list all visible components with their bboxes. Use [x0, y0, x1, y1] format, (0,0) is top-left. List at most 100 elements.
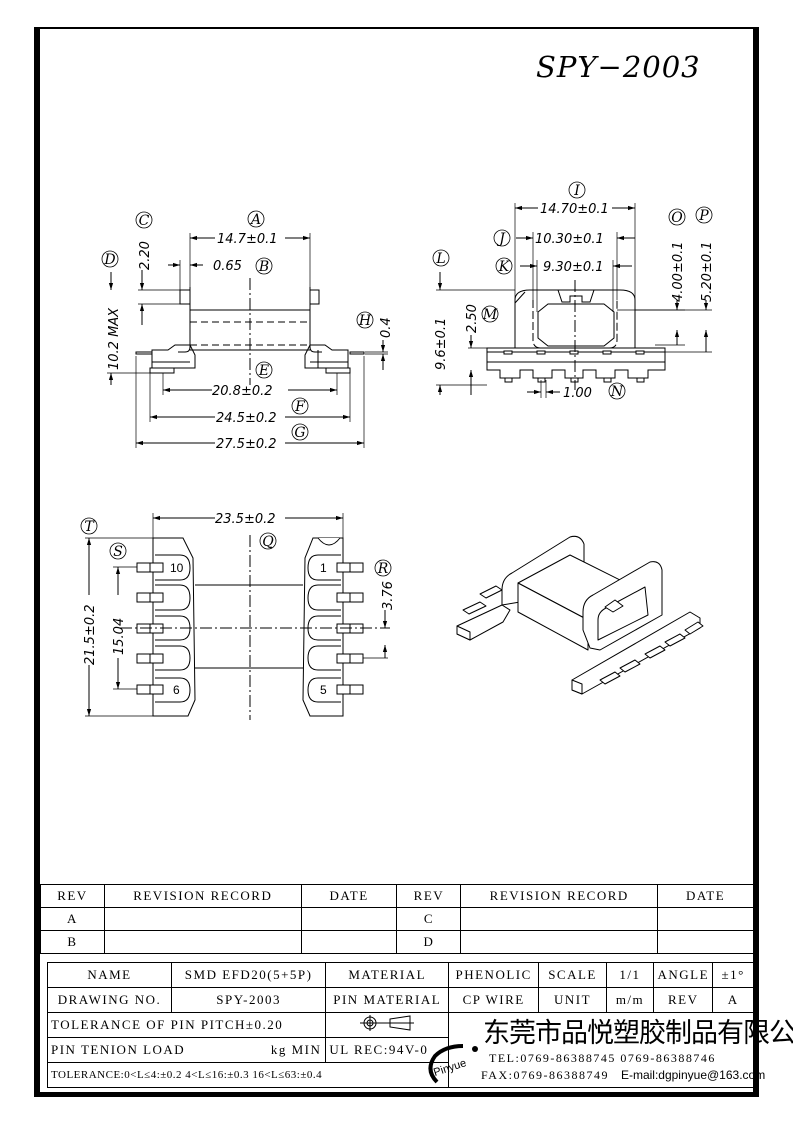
header-date: DATE	[300, 884, 398, 908]
dim-D-value: 10.2 MAX	[107, 307, 122, 370]
pinyue-logo: Pinyue	[428, 1044, 478, 1084]
rev-cell: B	[40, 930, 105, 954]
label-E: E	[258, 363, 269, 379]
header-rev: REV	[40, 884, 105, 908]
header-date-2: DATE	[657, 884, 754, 908]
material-label: MATERIAL	[325, 962, 450, 988]
material-value: PHENOLIC	[448, 962, 540, 988]
pin-number-1: 1	[320, 561, 327, 575]
title-block-row-1: NAME SMD EFD20(5+5P) MATERIAL PHENOLIC S…	[47, 962, 754, 988]
label-R: R	[377, 561, 389, 577]
label-C: C	[139, 213, 150, 229]
revision-cell	[460, 930, 659, 954]
dim-B-value: 0.65	[213, 259, 242, 274]
title-block: NAME SMD EFD20(5+5P) MATERIAL PHENOLIC S…	[46, 962, 754, 1088]
revision-table-header: REV REVISION RECORD DATE REV REVISION RE…	[40, 884, 754, 908]
title-block-row-5: TOLERANCE:0<L≤4:±0.2 4<L≤16:±0.3 16<L≤63…	[46, 1062, 754, 1088]
drawing-title: SPY−2003	[536, 50, 701, 84]
revision-cell	[103, 930, 302, 954]
dim-C-value: 2.20	[138, 241, 153, 270]
revision-row: B D	[40, 930, 754, 954]
first-angle-projection-icon	[360, 1015, 415, 1031]
unit-value: m/m	[605, 987, 655, 1013]
title-block-row-3: TOLERANCE OF PIN PITCH±0.20	[46, 1012, 754, 1088]
dim-I-value: 14.70±0.1	[540, 202, 609, 217]
pin-number-10: 10	[170, 561, 184, 575]
rev-cell: C	[396, 907, 462, 931]
unit-label: UNIT	[538, 987, 607, 1013]
company-cell	[448, 1012, 754, 1088]
dim-O-value: 4.00±0.1	[671, 241, 686, 302]
company-contact-line: FAX:0769-86388749 E-mail:dgpinyue@163.co…	[481, 1068, 765, 1083]
title-block-row-2: DRAWING NO. SPY-2003 PIN MATERIAL CP WIR…	[47, 987, 754, 1013]
label-A: A	[249, 212, 261, 228]
pin-material-label: PIN MATERIAL	[325, 987, 450, 1013]
angle-value: ±1°	[712, 962, 754, 988]
rev-label: REV	[653, 987, 714, 1013]
label-H: H	[358, 313, 372, 329]
rev-cell: D	[396, 930, 462, 954]
dim-P-value: 5.20±0.1	[700, 241, 715, 302]
rev-cell: A	[40, 907, 105, 931]
scale-value: 1/1	[605, 962, 655, 988]
header-rev-2: REV	[396, 884, 462, 908]
label-G: G	[294, 425, 305, 441]
general-tolerance: TOLERANCE:0<L≤4:±0.2 4<L≤16:±0.3 16<L≤63…	[46, 1062, 450, 1088]
name-value: SMD EFD20(5+5P)	[170, 962, 327, 988]
pin-number-6: 6	[173, 683, 180, 697]
label-I: I	[573, 183, 580, 199]
dim-J-value: 10.30±0.1	[535, 232, 604, 247]
projection-symbol-cell	[325, 1012, 450, 1038]
front-view	[107, 233, 388, 448]
drawing-no-label: DRAWING NO.	[47, 987, 172, 1013]
dim-R-value: 3.76	[381, 581, 396, 610]
revision-row: A C	[40, 907, 754, 931]
revision-table: REV REVISION RECORD DATE REV REVISION RE…	[40, 884, 754, 954]
dim-M-value: 2.50	[465, 304, 480, 333]
header-revision-record: REVISION RECORD	[103, 884, 302, 908]
side-view-dim-text: 14.70±0.1 10.30±0.1 9.30±0.1 9.6±0.1 2.5…	[434, 202, 715, 401]
label-N: N	[610, 384, 624, 400]
company-info: Pinyue 东莞市品悦塑胶制品有限公司 TEL:0769-86388745 0…	[425, 1010, 793, 1090]
label-O: O	[671, 210, 683, 226]
label-T: T	[84, 519, 95, 535]
angle-label: ANGLE	[653, 962, 714, 988]
dim-E-value: 20.8±0.2	[212, 384, 273, 399]
dim-Q-value: 23.5±0.2	[215, 512, 276, 527]
revision-cell	[460, 907, 659, 931]
label-P: P	[698, 208, 709, 224]
bottom-view	[85, 513, 390, 720]
company-email: E-mail:dgpinyue@163.com	[620, 1068, 766, 1082]
label-Q: Q	[262, 534, 274, 550]
title-block-row-4: PIN TENION LOAD kg MIN UL REC:94V-0	[46, 1037, 754, 1063]
rev-value: A	[712, 987, 754, 1013]
label-J: J	[496, 231, 506, 247]
company-phone: TEL:0769-86388745 0769-86388746	[489, 1051, 716, 1065]
pin-pitch-tolerance: TOLERANCE OF PIN PITCH±0.20	[46, 1012, 327, 1038]
dim-N-value: 1.00	[563, 386, 592, 401]
pin-number-5: 5	[320, 683, 327, 697]
label-L: L	[435, 251, 445, 267]
dim-F-value: 24.5±0.2	[216, 411, 277, 426]
logo-text: Pinyue	[432, 1057, 468, 1079]
label-K: K	[498, 259, 511, 275]
label-S: S	[113, 544, 123, 560]
company-fax: FAX:0769-86388749	[481, 1068, 609, 1082]
revision-cell	[103, 907, 302, 931]
bottom-view-text: 23.5±0.2 3.76 15.04 21.5±0.2 10 6 1 5	[83, 512, 396, 697]
label-F: F	[294, 399, 306, 415]
header-revision-record-2: REVISION RECORD	[460, 884, 659, 908]
pin-load-label: PIN TENION LOAD	[51, 1042, 186, 1057]
label-M: M	[482, 307, 498, 323]
side-view	[436, 203, 712, 398]
pin-load-unit: kg MIN	[270, 1042, 322, 1057]
date-cell	[300, 907, 398, 931]
isometric-bobbin	[456, 535, 704, 695]
dim-T-value: 21.5±0.2	[83, 604, 98, 665]
date-cell	[657, 907, 754, 931]
dim-K-value: 9.30±0.1	[543, 260, 604, 275]
label-D: D	[103, 252, 115, 268]
circled-label-letters: A B C D E F G H I J K L M N O P Q R S T	[84, 183, 709, 577]
pin-material-value: CP WIRE	[448, 987, 540, 1013]
scale-label: SCALE	[538, 962, 607, 988]
